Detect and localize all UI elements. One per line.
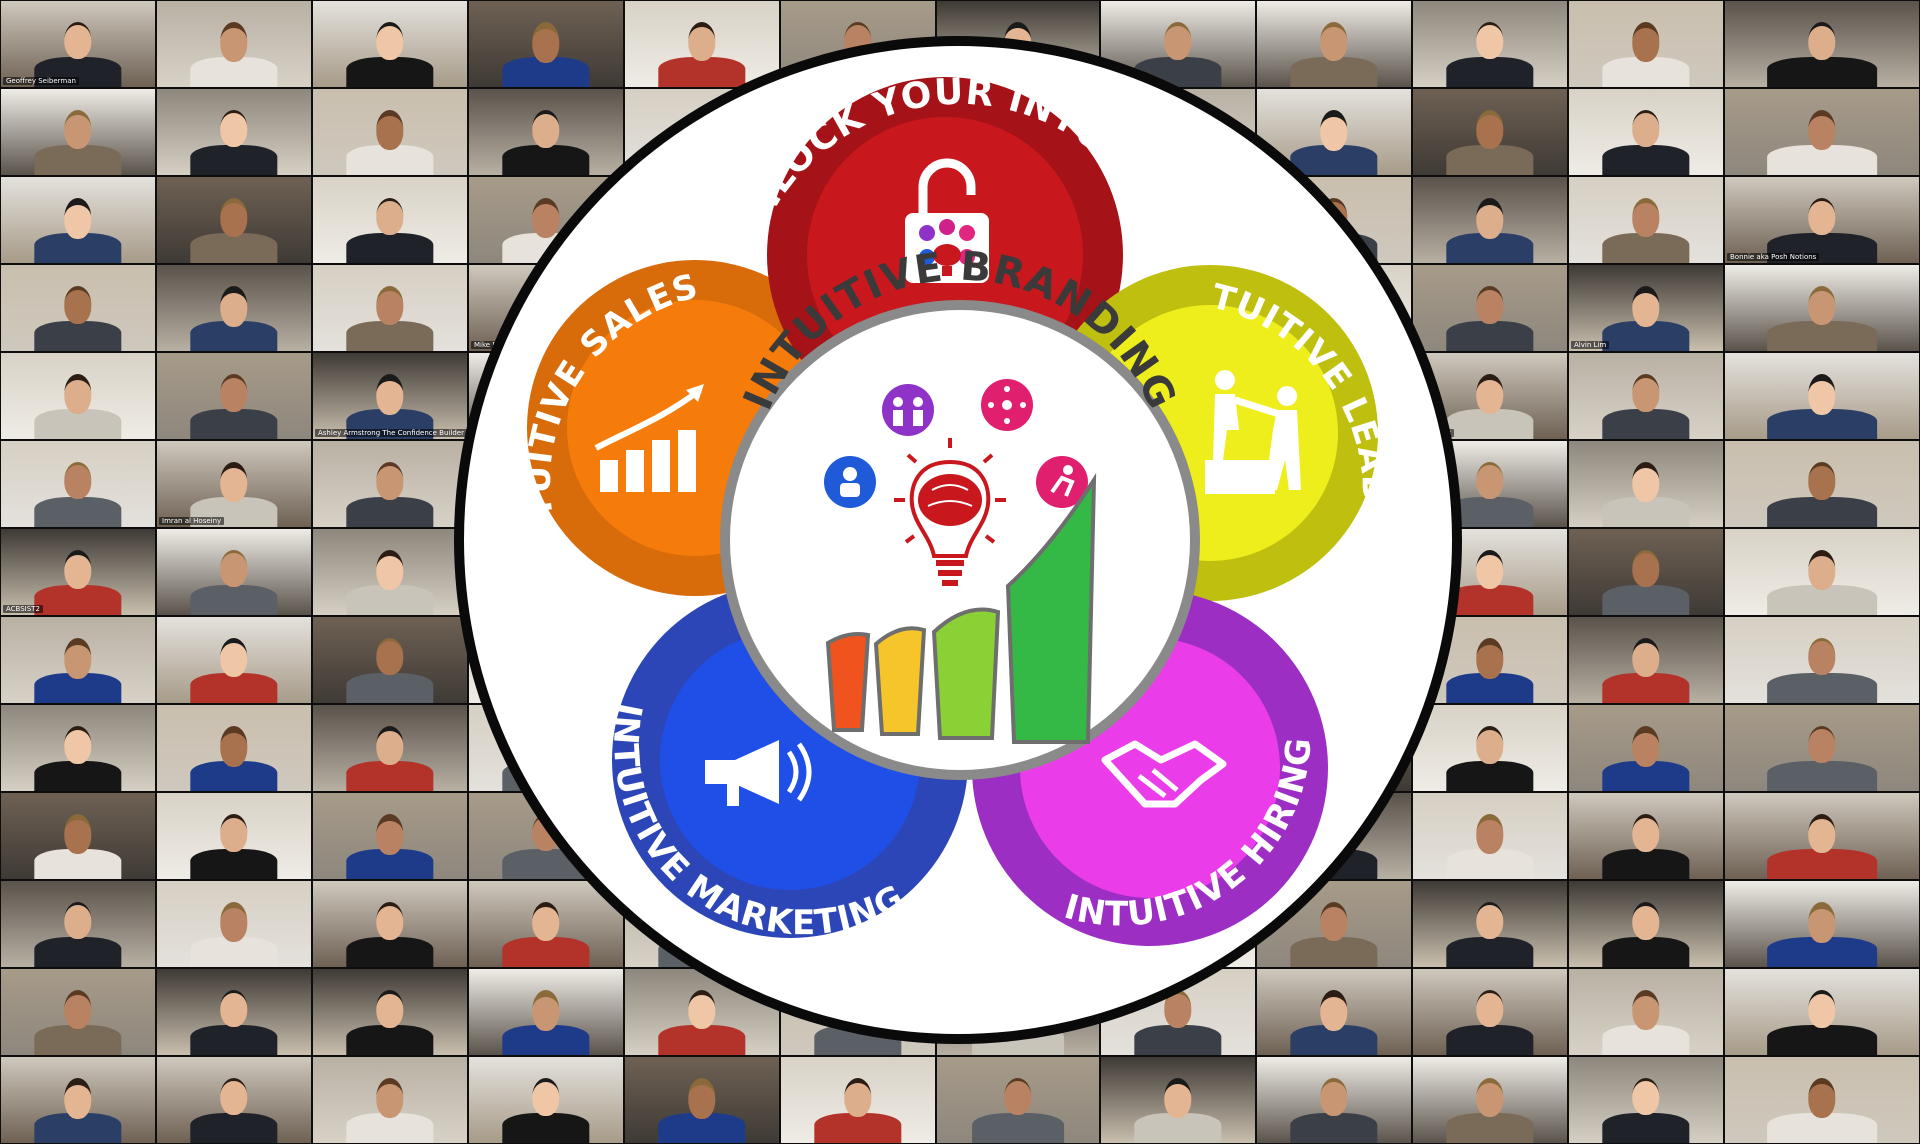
participant-name-label: Imran al Hoseiny [159, 517, 225, 525]
growth-chart-icon [594, 384, 704, 492]
participant-video-tile [1412, 704, 1568, 792]
participant-video-tile [156, 616, 312, 704]
participant-video-tile: Imran al Hoseiny [156, 440, 312, 528]
participant-video-tile [312, 616, 468, 704]
participant-video-tile [468, 880, 624, 968]
growth-bar-2 [873, 626, 927, 736]
participant-video-tile [0, 704, 156, 792]
participant-video-tile [1568, 0, 1724, 88]
participant-video-tile [1412, 0, 1568, 88]
participant-video-tile [312, 704, 468, 792]
running-person-icon [1036, 456, 1088, 508]
participant-video-tile [1412, 264, 1568, 352]
helping-hand-climb-icon [1205, 370, 1301, 494]
participant-video-tile [1412, 792, 1568, 880]
growth-bar-1 [825, 632, 871, 732]
participant-video-tile [1724, 352, 1920, 440]
participant-video-tile [1256, 88, 1412, 176]
participant-video-tile [156, 88, 312, 176]
participant-video-tile [468, 0, 624, 88]
participant-video-tile [468, 968, 624, 1056]
participant-video-tile [1568, 440, 1724, 528]
participant-video-tile [312, 792, 468, 880]
unlocked-padlock-icon [905, 158, 989, 283]
participant-video-tile [1568, 88, 1724, 176]
participant-video-tile [1568, 880, 1724, 968]
participant-video-tile [0, 792, 156, 880]
team-group-icon [882, 384, 934, 436]
participant-video-tile [312, 88, 468, 176]
participant-video-tile [156, 968, 312, 1056]
participant-video-tile [156, 352, 312, 440]
participant-video-tile: Ashley Armstrong The Confidence Builder [312, 352, 468, 440]
brand-growth-bars [825, 472, 1097, 744]
participant-video-tile [1568, 352, 1724, 440]
global-person-icon [824, 456, 876, 508]
megaphone-icon [705, 740, 812, 806]
participant-video-tile [312, 0, 468, 88]
participant-name-label: Ashley Armstrong The Confidence Builder [315, 429, 467, 437]
growth-bar-4 [1005, 472, 1097, 744]
participant-video-tile [1256, 0, 1412, 88]
participant-video-tile [0, 352, 156, 440]
participant-video-tile [468, 88, 624, 176]
participant-video-tile [312, 440, 468, 528]
participant-video-tile [312, 880, 468, 968]
participant-video-tile [312, 176, 468, 264]
handshake-icon [1101, 740, 1227, 808]
participant-video-tile [1568, 704, 1724, 792]
participant-video-tile [156, 704, 312, 792]
participant-video-tile [0, 440, 156, 528]
participant-video-tile [1568, 616, 1724, 704]
participant-video-tile [156, 176, 312, 264]
participant-video-tile [624, 0, 780, 88]
participant-video-tile [1724, 968, 1920, 1056]
participant-video-tile: Geoffrey Seiberman [0, 0, 156, 88]
participant-video-tile [0, 616, 156, 704]
participant-video-tile [1724, 616, 1920, 704]
intuitive-branding-emblem: UNLOCK YOUR INTUITION INTUITIVE SALES IN… [0, 0, 1462, 1044]
participant-video-tile [0, 968, 156, 1056]
participant-video-tile [1412, 880, 1568, 968]
participant-video-tile [1412, 968, 1568, 1056]
participant-video-tile: ACBSIST2 [0, 528, 156, 616]
participant-video-tile [1568, 968, 1724, 1056]
growth-bar-3 [931, 607, 1001, 740]
participant-video-tile [156, 264, 312, 352]
participant-name-label: Bonnie aka Posh Notions [1727, 253, 1820, 261]
participant-video-tile [156, 0, 312, 88]
participant-video-tile [312, 968, 468, 1056]
participant-video-tile [1568, 528, 1724, 616]
participant-video-tile [1256, 968, 1412, 1056]
participant-video-tile [0, 880, 156, 968]
participant-video-tile: Bonnie aka Posh Notions [1724, 176, 1920, 264]
participant-video-tile [0, 264, 156, 352]
participant-video-tile [1568, 792, 1724, 880]
participant-video-tile [1724, 264, 1920, 352]
participant-video-tile [0, 88, 156, 176]
brain-lightbulb-icon [894, 438, 1006, 586]
participant-name-label: Alvin Lim [1571, 341, 1610, 349]
participant-video-tile [1412, 88, 1568, 176]
network-nodes-icon [981, 379, 1033, 431]
participant-video-tile [0, 176, 156, 264]
participant-video-tile [1724, 440, 1920, 528]
participant-name-label: ACBSIST2 [3, 605, 43, 613]
participant-video-tile [156, 880, 312, 968]
participant-video-tile: Alvin Lim [1568, 264, 1724, 352]
participant-name-label: Geoffrey Seiberman [3, 77, 79, 85]
participant-video-tile [156, 792, 312, 880]
participant-video-tile [1568, 176, 1724, 264]
participant-video-tile [1724, 880, 1920, 968]
participant-video-tile [1724, 792, 1920, 880]
participant-video-tile [1724, 528, 1920, 616]
participant-video-tile [1412, 176, 1568, 264]
participant-video-tile [156, 528, 312, 616]
participant-video-tile [312, 264, 468, 352]
